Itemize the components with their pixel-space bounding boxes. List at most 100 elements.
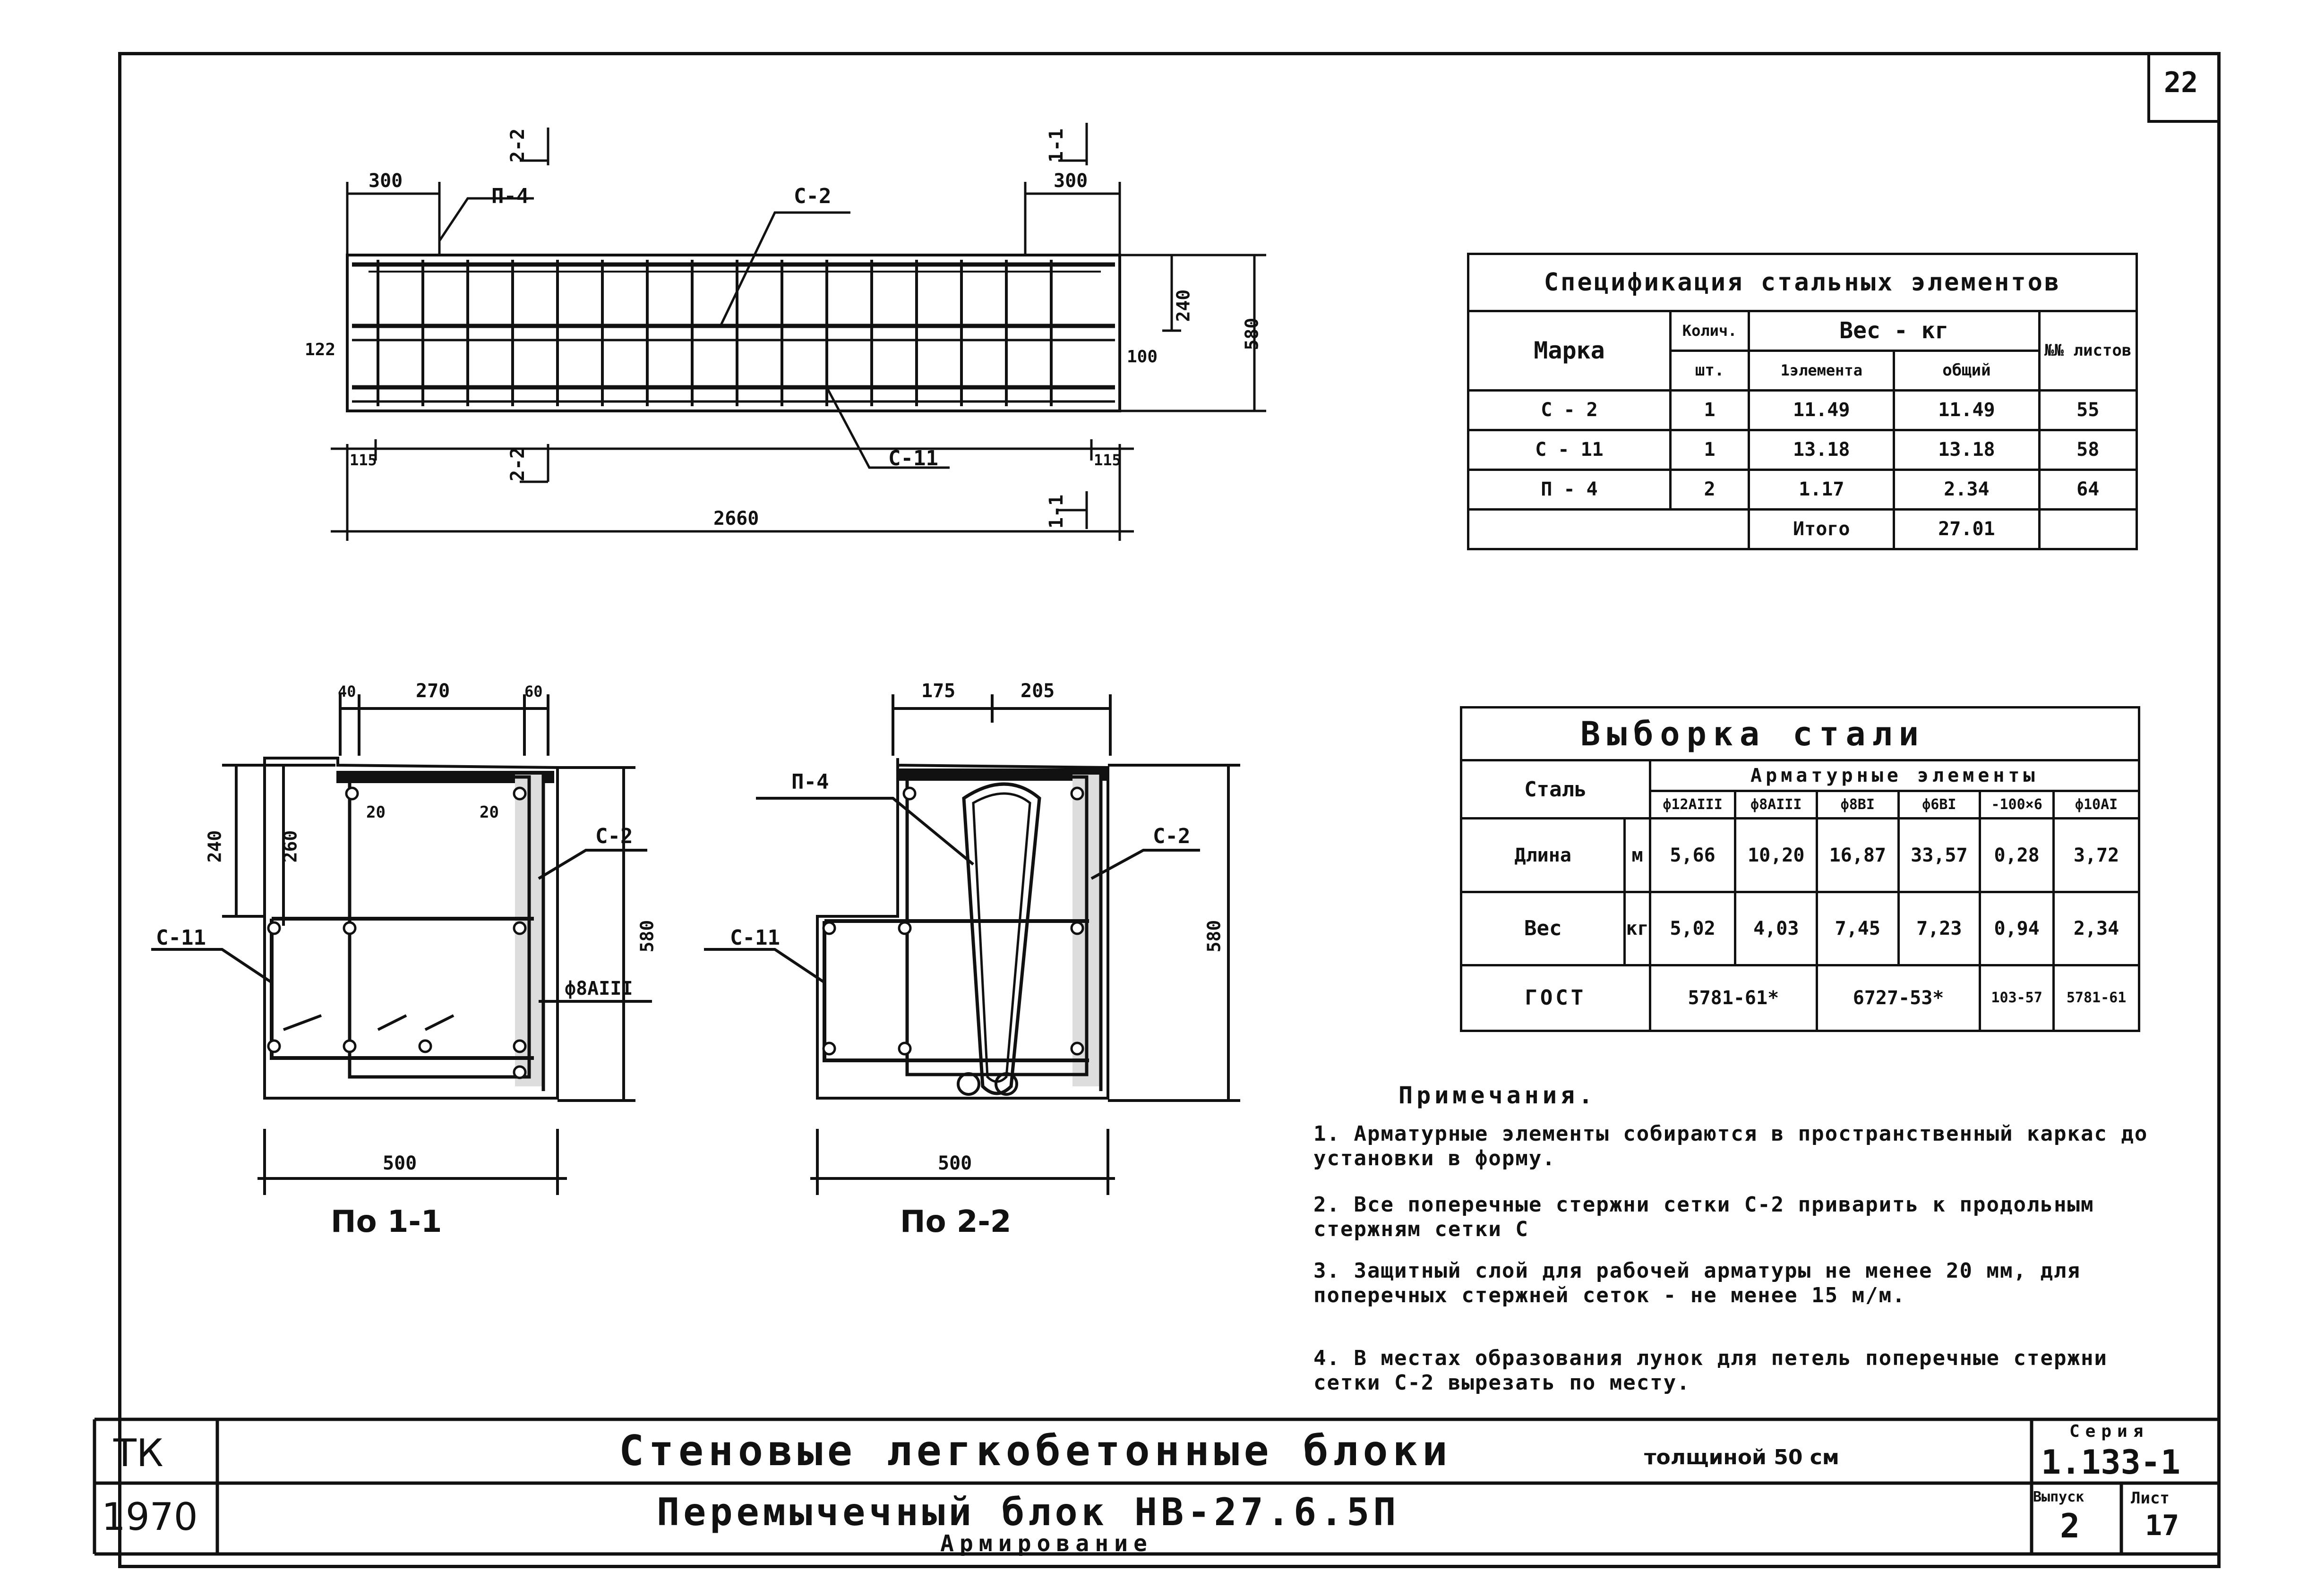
dim-right-300: 300 (1054, 170, 1088, 192)
steel-cell: 7,45 (1816, 890, 1900, 966)
steel-length-unit: м (1623, 817, 1651, 893)
steel-col-header: ф12АIII (1648, 789, 1737, 820)
steel-gost-cell: 5781-61* (1648, 964, 1819, 1033)
steel-header-group: Арматурные элементы (1648, 759, 2141, 792)
section-2-outline (816, 758, 1109, 1100)
steel-cell: 7,23 (1897, 890, 1982, 966)
s1-dim-60: 60 (524, 683, 543, 700)
title-block-title: Стеновые легкобетонные блоки (619, 1426, 1452, 1475)
steel-cell: 16,87 (1816, 817, 1900, 893)
title-block-issue: 2 (2060, 1507, 2080, 1545)
s2-dim-500: 500 (938, 1152, 972, 1174)
spec-cell-total: 11.49 (1893, 389, 2041, 431)
title-block-sheet-label: Лист (2131, 1489, 2170, 1508)
spec-header-qty-unit: шт. (1669, 349, 1750, 392)
steel-col-header: ф10АI (2052, 789, 2140, 820)
spec-cell-sheet: 55 (2038, 389, 2138, 431)
steel-cell: 5,02 (1648, 890, 1737, 966)
steel-col-header: ф8ВI (1816, 789, 1900, 820)
steel-cell: 2,34 (2052, 890, 2140, 966)
title-block-series: 1.133-1 (2041, 1443, 2181, 1482)
notes-title: Примечания. (1398, 1082, 1597, 1109)
table-row: ГОСТ 5781-61* 6727-53* 103-57 5781-61 (1460, 964, 2140, 1033)
s2-label: По 2-2 (900, 1204, 1012, 1239)
s1-dim-20a: 20 (366, 803, 386, 822)
spec-header-weight: Вес - кг (1748, 309, 2041, 352)
spec-table: Спецификация стальных элементов Марка Ко… (1467, 253, 2138, 551)
steel-col-header: -100×6 (1979, 789, 2055, 820)
sheet-number-box (2147, 52, 2221, 123)
title-block-subtitle: Перемычечный блок НВ-27.6.5П (657, 1490, 1400, 1534)
drawing-frame (118, 52, 2221, 1568)
s2-dim-175: 175 (921, 680, 956, 702)
spec-cell-sheet: 64 (2038, 468, 2138, 511)
spec-cell-total: 2.34 (1893, 468, 2041, 511)
dim-580: 580 (1241, 317, 1262, 350)
spec-cell-mark: П - 4 (1467, 468, 1672, 511)
steel-col-header: ф6ВI (1897, 789, 1982, 820)
steel-col-header: ф8АIII (1734, 789, 1819, 820)
steel-weight-unit: кг (1623, 890, 1651, 966)
label-c11: С-11 (888, 446, 938, 470)
note-item: 3. Защитный слой для рабочей арматуры не… (1313, 1259, 2081, 1307)
steel-cell: 33,57 (1897, 817, 1982, 893)
table-row: П - 4 2 1.17 2.34 64 (1467, 468, 2138, 511)
steel-header-steel: Сталь (1460, 759, 1651, 820)
section-mark-top-left: 2-2 (507, 128, 529, 163)
steel-gost-cell: 103-57 (1979, 964, 2055, 1033)
beam-outline (346, 254, 1121, 412)
title-block-subtitle2: Армирование (940, 1530, 1153, 1557)
steel-cell: 4,03 (1734, 890, 1819, 966)
dim-122: 122 (305, 340, 336, 359)
label-p4: П-4 (491, 184, 529, 208)
spec-header-weight-total: общий (1893, 349, 2041, 392)
spec-cell-mark: С - 2 (1467, 389, 1672, 431)
title-block-thickness: толщиной 50 см (1644, 1445, 1839, 1469)
table-row: Вес кг 5,02 4,03 7,45 7,23 0,94 2,34 (1459, 890, 2140, 966)
s2-dim-580: 580 (1203, 920, 1225, 953)
spec-header-mark: Марка (1467, 309, 1672, 392)
spec-total-label: Итого (1748, 508, 1896, 551)
title-block-series-label: Серия (2069, 1422, 2149, 1441)
steel-table-title: Выборка стали (1460, 706, 2140, 762)
label-c2: С-2 (794, 184, 832, 208)
s2-label-c2: С-2 (1153, 824, 1191, 848)
s1-dim-240: 240 (204, 830, 225, 863)
spec-cell-sheet: 58 (2038, 428, 2138, 471)
steel-gost-cell: 5781-61 (2052, 964, 2140, 1033)
spec-cell-elem: 11.49 (1748, 389, 1896, 431)
s1-dim-270: 270 (416, 680, 450, 702)
section-mark-top-right: 1-1 (1046, 128, 1068, 163)
s1-label: По 1-1 (331, 1204, 442, 1239)
dim-240: 240 (1173, 289, 1194, 322)
table-row: С - 2 1 11.49 11.49 55 (1467, 389, 2138, 431)
steel-cell: 0,94 (1979, 890, 2055, 966)
steel-table: Выборка стали Сталь Арматурные элементы … (1459, 706, 2141, 1033)
steel-gost-cell: 6727-53* (1816, 964, 1982, 1033)
spec-cell-elem: 1.17 (1748, 468, 1896, 511)
steel-length-label: Длина (1459, 817, 1626, 893)
spec-table-title: Спецификация стальных элементов (1467, 253, 2138, 312)
s2-dim-205: 205 (1021, 680, 1055, 702)
title-block-issue-label: Выпуск (2033, 1489, 2085, 1505)
s1-dim-40: 40 (338, 683, 356, 700)
steel-cell: 3,72 (2052, 817, 2140, 893)
spec-header-sheets: №№ листов (2038, 309, 2138, 392)
spec-cell-mark: С - 11 (1467, 428, 1672, 471)
title-block-year: 1970 (102, 1495, 198, 1539)
note-item: 1. Арматурные элементы собираются в прос… (1313, 1122, 2148, 1170)
steel-cell: 5,66 (1648, 817, 1737, 893)
spec-cell-elem: 13.18 (1748, 428, 1896, 471)
section-mark-bottom-left: 2-2 (507, 447, 529, 482)
spec-cell-qty: 1 (1669, 428, 1750, 471)
s2-label-c11: С-11 (730, 926, 780, 950)
sheet-number: 22 (2164, 66, 2198, 99)
s2-label-p4: П-4 (791, 770, 829, 794)
spec-total-value: 27.01 (1893, 508, 2041, 551)
s1-label-bar: ф8АIII (565, 978, 633, 999)
title-block-sheet: 17 (2145, 1509, 2179, 1542)
s1-dim-260: 260 (280, 830, 301, 863)
dim-115-right: 115 (1094, 451, 1121, 469)
note-item: 2. Все поперечные стержни сетки С-2 прив… (1313, 1193, 2094, 1241)
